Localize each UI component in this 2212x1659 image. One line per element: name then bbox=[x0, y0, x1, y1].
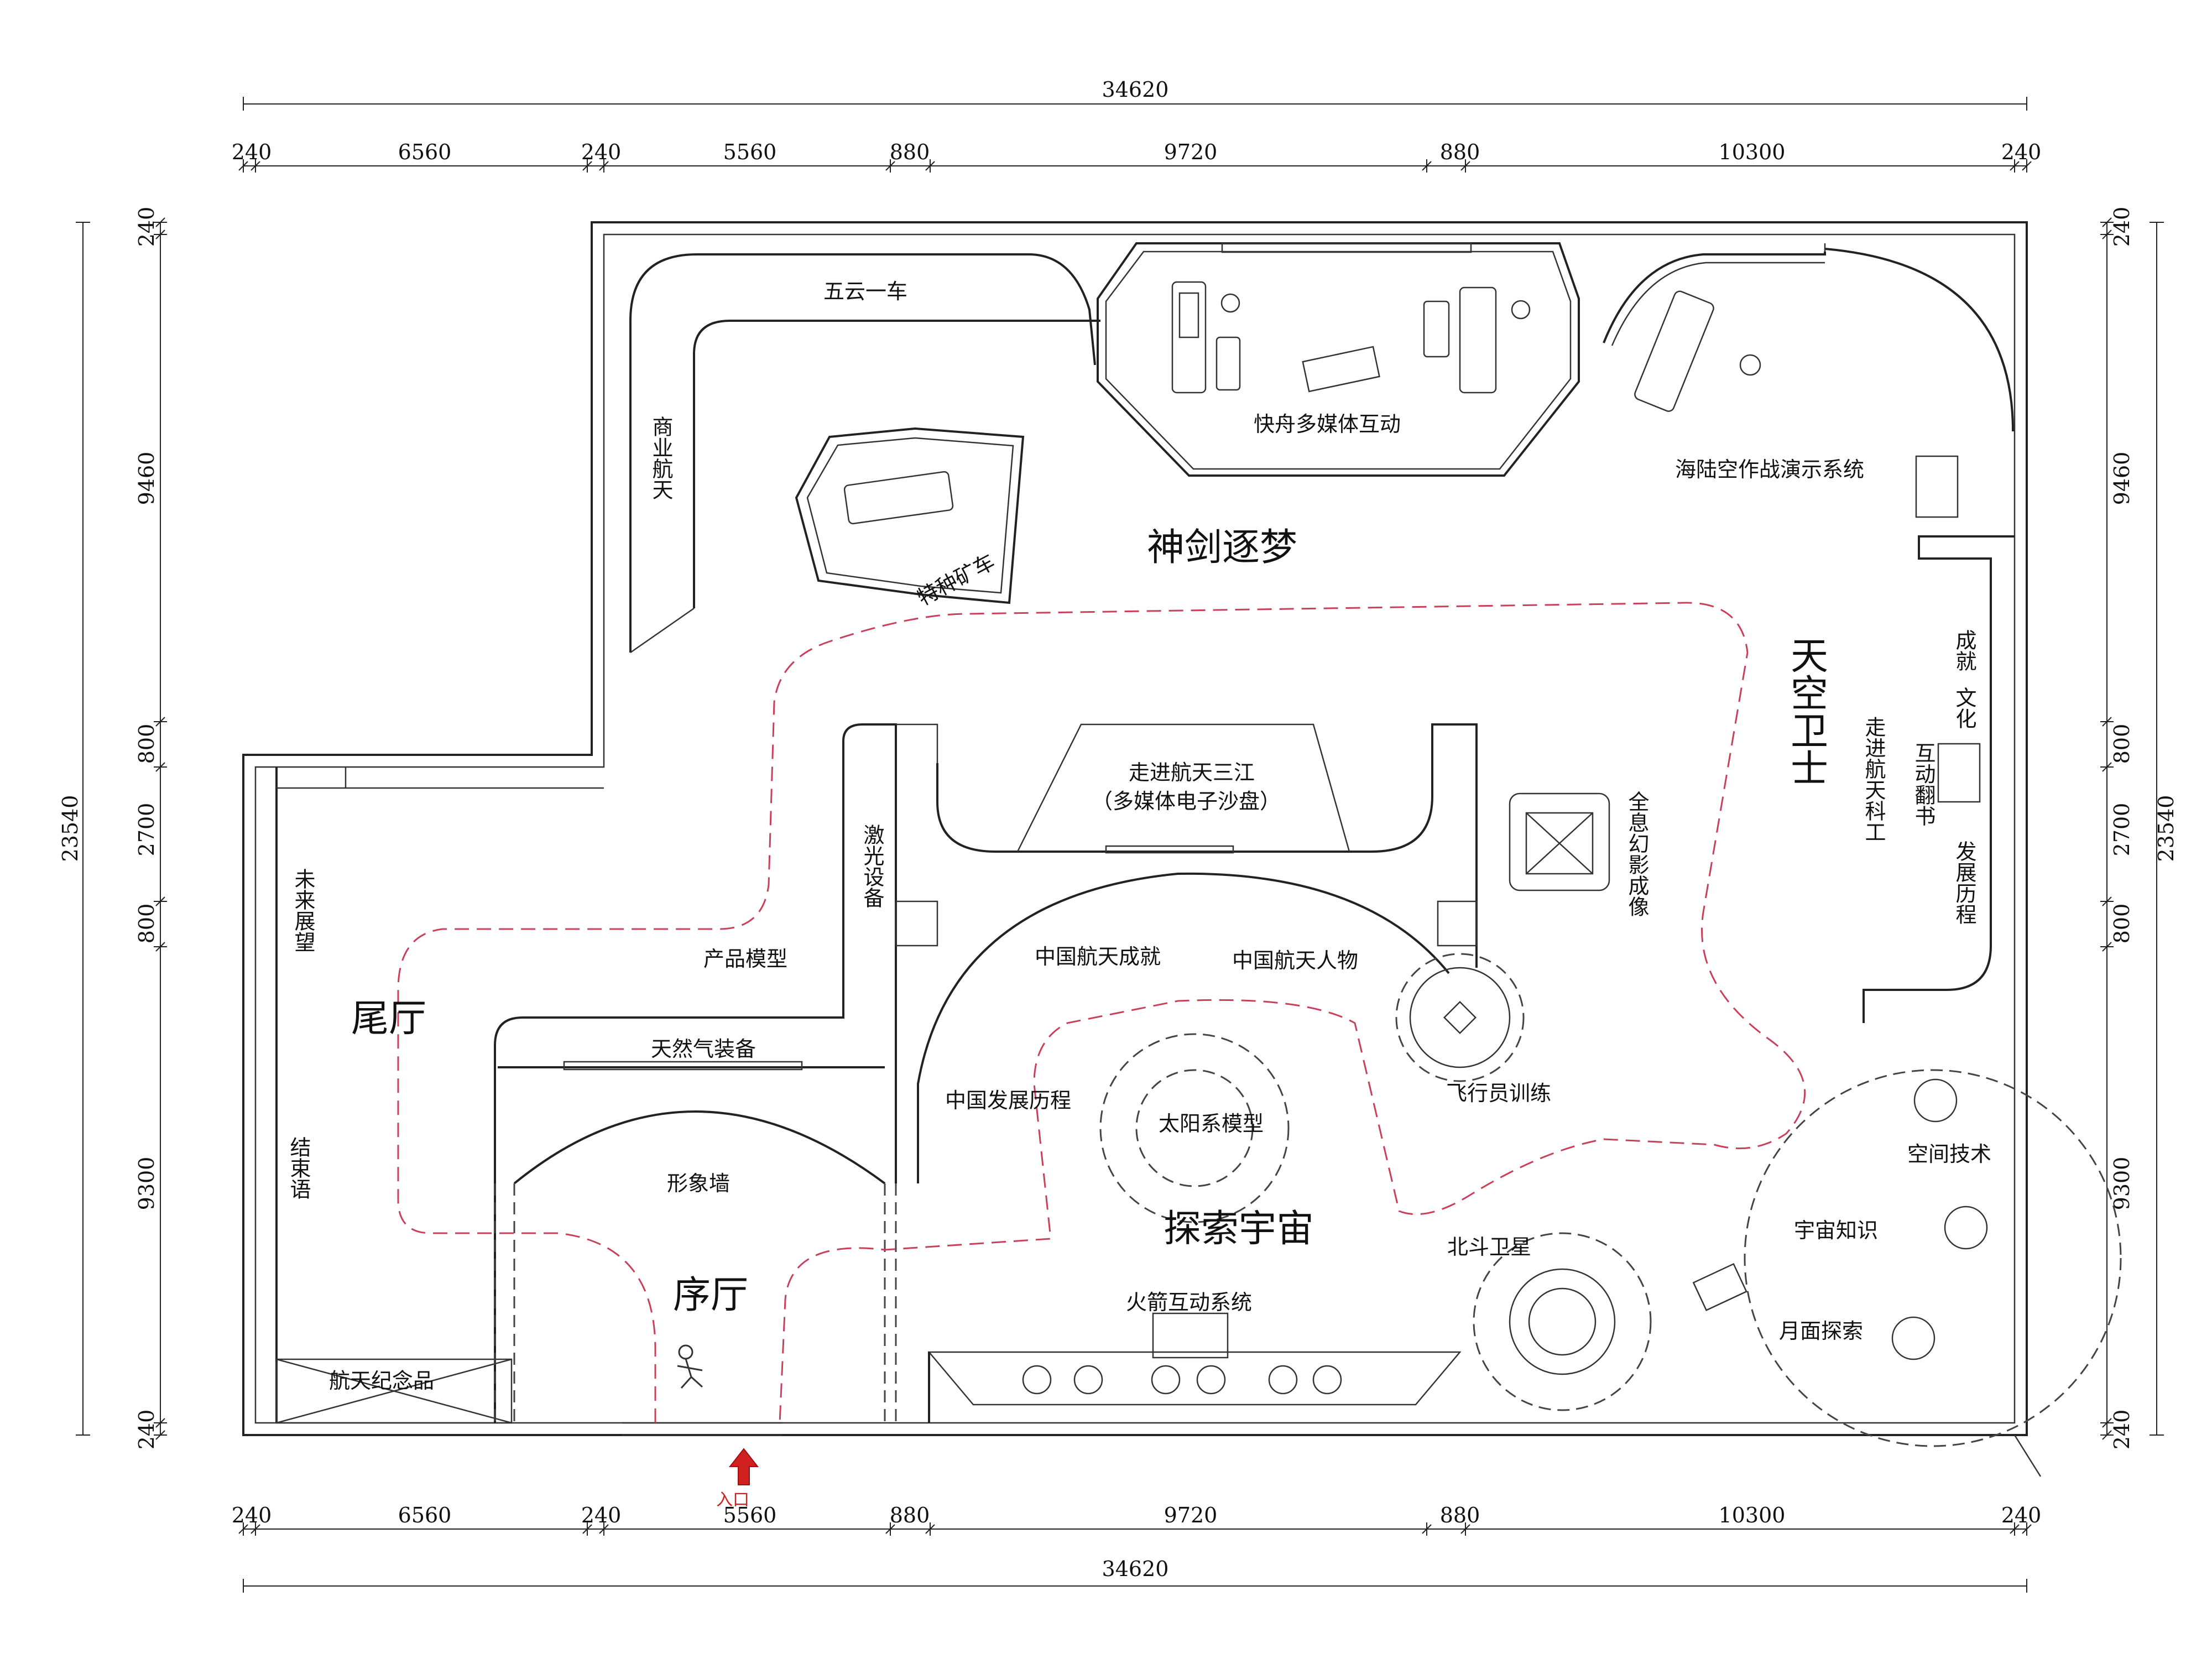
label-zoujin-keji: 走进航天科工 bbox=[1861, 716, 1886, 842]
label-rukou: 入口 bbox=[716, 1490, 749, 1510]
dim-top-seg-1: 6560 bbox=[398, 140, 452, 164]
dim-bottom-seg-7: 10300 bbox=[1719, 1503, 1786, 1527]
label-cn-chengjiu: 中国航天成就 bbox=[1035, 945, 1161, 969]
dim-right-seg-1: 9460 bbox=[2110, 452, 2134, 505]
label-wuyun: 五云一车 bbox=[823, 279, 907, 304]
dim-left-seg-2: 800 bbox=[134, 724, 159, 764]
dim-bottom-seg-5: 9720 bbox=[1164, 1503, 1218, 1527]
dim-top-seg-6: 880 bbox=[1440, 140, 1480, 164]
label-yuemian: 月面探索 bbox=[1779, 1319, 1863, 1343]
dim-top-seg-0: 240 bbox=[232, 140, 272, 164]
label-beidou: 北斗卫星 bbox=[1447, 1235, 1531, 1259]
dim-top-seg-4: 880 bbox=[890, 140, 930, 164]
zone-tiankong: 天空卫士 bbox=[1784, 636, 1828, 786]
label-chengjiu: 成就 bbox=[1952, 629, 1976, 671]
dim-top-seg-8: 240 bbox=[2001, 140, 2042, 164]
interior-walls bbox=[275, 243, 2015, 1424]
label-cn-fazhan: 中国发展历程 bbox=[945, 1088, 1071, 1113]
dim-bottom-total: 34620 bbox=[1102, 1557, 1169, 1581]
dimension-lines: 34620 240 6560 240 5560 880 9720 880 10300 240 2… bbox=[58, 77, 2178, 1593]
label-jieshu: 结束语 bbox=[286, 1136, 311, 1199]
zone-tansuo: 探索宇宙 bbox=[1164, 1207, 1314, 1251]
dim-right-seg-6: 240 bbox=[2110, 1410, 2134, 1450]
dim-left-seg-1: 9460 bbox=[134, 452, 159, 505]
label-cn-renwu: 中国航天人物 bbox=[1232, 948, 1358, 973]
dim-left-seg-0: 240 bbox=[134, 207, 159, 247]
dim-bottom-seg-3: 5560 bbox=[723, 1503, 777, 1527]
label-quanxi: 全息幻影成像 bbox=[1625, 791, 1649, 917]
label-xingxiang: 形象墙 bbox=[667, 1171, 730, 1196]
dim-top-seg-3: 5560 bbox=[723, 140, 777, 164]
dim-bottom-seg-0: 240 bbox=[232, 1503, 272, 1527]
label-yuzhou: 宇宙知识 bbox=[1794, 1218, 1878, 1243]
label-huojian: 火箭互动系统 bbox=[1126, 1290, 1252, 1314]
label-feixingyuan: 飞行员训练 bbox=[1446, 1081, 1551, 1105]
dim-right-seg-0: 240 bbox=[2110, 207, 2134, 247]
dim-right-total: 23540 bbox=[2154, 795, 2178, 862]
label-wenhua: 文化 bbox=[1952, 687, 1976, 729]
label-weilai: 未来展望 bbox=[291, 868, 315, 952]
dim-bottom-seg-2: 240 bbox=[581, 1503, 622, 1527]
dim-right-seg-2: 800 bbox=[2110, 724, 2134, 764]
dim-right-seg-4: 800 bbox=[2110, 904, 2134, 944]
label-zoujin-sanjiang: 走进航天三江 bbox=[1129, 760, 1255, 785]
dim-top-seg-2: 240 bbox=[581, 140, 622, 164]
dim-left-seg-3: 2700 bbox=[134, 803, 159, 857]
exhibits bbox=[795, 242, 2122, 1447]
label-taiyang: 太阳系模型 bbox=[1159, 1112, 1264, 1136]
dim-left-seg-5: 9300 bbox=[134, 1157, 159, 1211]
label-jinianpin: 航天纪念品 bbox=[329, 1369, 434, 1393]
label-shapan: （多媒体电子沙盘） bbox=[1092, 789, 1281, 813]
label-tianranqi: 天然气装备 bbox=[651, 1037, 756, 1061]
label-jiguang: 激光设备 bbox=[860, 824, 884, 908]
label-kongjian: 空间技术 bbox=[1907, 1142, 1991, 1166]
dim-right-seg-5: 9300 bbox=[2110, 1157, 2134, 1211]
visitor-figure-icon bbox=[677, 1344, 703, 1389]
dim-bottom-seg-6: 880 bbox=[1440, 1503, 1480, 1527]
dim-top-seg-7: 10300 bbox=[1719, 140, 1786, 164]
zone-shenjian: 神剑逐梦 bbox=[1147, 526, 1297, 570]
label-kuaizhou: 快舟多媒体互动 bbox=[1254, 412, 1401, 436]
zone-weiting: 尾厅 bbox=[351, 997, 426, 1041]
dim-top-total: 34620 bbox=[1102, 77, 1169, 102]
dim-left-seg-6: 240 bbox=[134, 1410, 159, 1450]
visitor-route bbox=[397, 602, 1806, 1423]
dim-bottom-seg-1: 6560 bbox=[398, 1503, 452, 1527]
label-fazhan-licheng: 发展历程 bbox=[1952, 841, 1976, 925]
dim-left-seg-4: 800 bbox=[134, 904, 159, 944]
dim-left-total: 23540 bbox=[58, 795, 82, 862]
label-hailu: 海陆空作战演示系统 bbox=[1675, 457, 1864, 482]
zone-xuting: 序厅 bbox=[673, 1274, 748, 1317]
label-chanpin: 产品模型 bbox=[703, 947, 787, 971]
dim-right-seg-3: 2700 bbox=[2110, 803, 2134, 857]
dim-bottom-seg-4: 880 bbox=[890, 1503, 930, 1527]
outer-walls bbox=[242, 221, 2042, 1477]
entrance-arrow-icon bbox=[728, 1448, 759, 1485]
dim-top-seg-5: 9720 bbox=[1164, 140, 1218, 164]
label-hudong-fanshu: 互动翻书 bbox=[1911, 742, 1936, 826]
dim-bottom-seg-8: 240 bbox=[2001, 1503, 2042, 1527]
label-shangye: 商业航天 bbox=[649, 416, 673, 500]
